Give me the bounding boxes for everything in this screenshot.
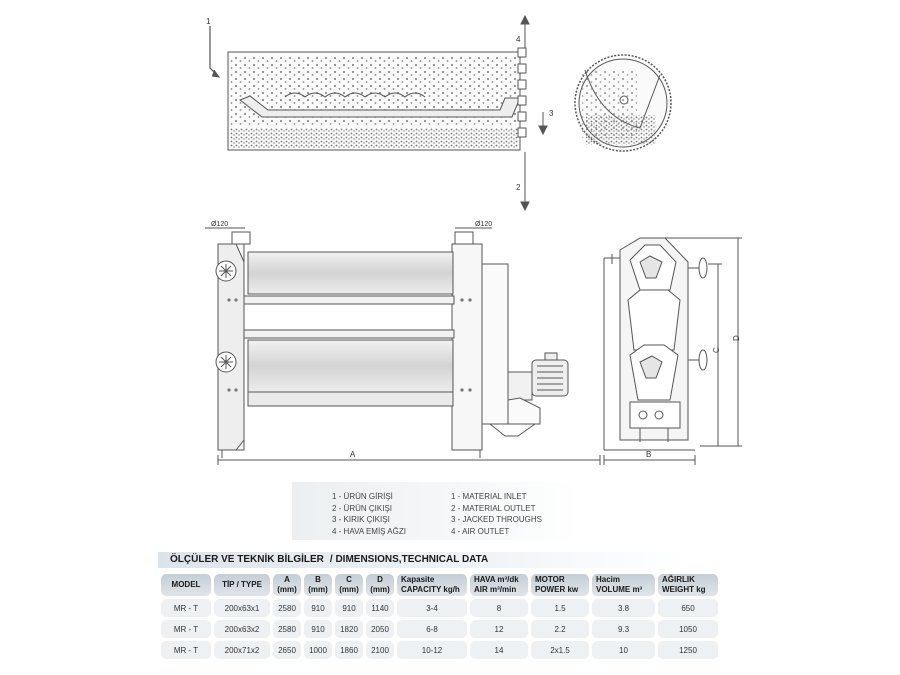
callout-4: 4 (516, 35, 521, 44)
table-row: MR - T 200x63x2 2580 910 1820 2050 6-8 1… (161, 620, 718, 638)
table-cell: 3.8 (592, 599, 655, 617)
legend-item: 1 - ÜRÜN GİRİŞİ (332, 492, 393, 501)
table-header-row: MODEL TİP / TYPE A(mm) B(mm) C(mm) D(mm)… (161, 574, 718, 596)
table-cell: MR - T (161, 641, 211, 659)
legend-item: 3 - KIRIK ÇIKIŞI (332, 515, 390, 524)
table-cell: MR - T (161, 620, 211, 638)
table-cell: 2.2 (531, 620, 589, 638)
table-cell: 1140 (366, 599, 394, 617)
header-d: D(mm) (366, 574, 394, 596)
section-view (209, 14, 548, 212)
dimension-label-d120-right: Ø120 (475, 221, 492, 228)
table-cell: 10-12 (397, 641, 467, 659)
legend-item: 1 - MATERIAL INLET (451, 492, 527, 501)
legend-box: 1 - ÜRÜN GİRİŞİ 2 - ÜRÜN ÇIKIŞI 3 - KIRI… (292, 482, 577, 540)
dimension-label-c: C (712, 347, 721, 353)
front-elevation (205, 227, 601, 465)
table-cell: 1250 (658, 641, 718, 659)
header-model: MODEL (161, 574, 211, 596)
table-cell: 200x71x2 (214, 641, 270, 659)
table-cell: 200x63x2 (214, 620, 270, 638)
table-cell: 2x1.5 (531, 641, 589, 659)
side-elevation (603, 237, 742, 465)
table-cell: 9.3 (592, 620, 655, 638)
table-cell: 8 (470, 599, 528, 617)
legend-item: 4 - HAVA EMİŞ AĞZI (332, 526, 406, 536)
table-cell: 2580 (273, 620, 301, 638)
table-cell: 910 (335, 599, 363, 617)
table-title-english: / DIMENSIONS,TECHNICAL DATA (329, 554, 489, 565)
table-cell: 2650 (273, 641, 301, 659)
table-cell: 910 (304, 620, 332, 638)
dimension-label-b: B (646, 450, 651, 459)
table-cell: 200x63x1 (214, 599, 270, 617)
table-cell: MR - T (161, 599, 211, 617)
callout-1: 1 (206, 17, 211, 26)
header-a: A(mm) (273, 574, 301, 596)
table-cell: 1050 (658, 620, 718, 638)
legend-item: 4 - AIR OUTLET (451, 526, 510, 536)
callout-3: 3 (549, 109, 554, 118)
table-cell: 1.5 (531, 599, 589, 617)
header-b: B(mm) (304, 574, 332, 596)
table-cell: 1860 (335, 641, 363, 659)
specs-table: MODEL TİP / TYPE A(mm) B(mm) C(mm) D(mm)… (158, 571, 721, 662)
legend-item: 3 - JACKED THROUGHS (451, 515, 542, 524)
table-cell: 1820 (335, 620, 363, 638)
dimension-label-a: A (350, 450, 356, 459)
dimension-label-d: D (732, 335, 741, 341)
table-title: ÖLÇÜLER VE TEKNİK BİLGİLER / DIMENSIONS,T… (158, 552, 686, 568)
table-row: MR - T 200x71x2 2650 1000 1860 2100 10-1… (161, 641, 718, 659)
table-cell: 2100 (366, 641, 394, 659)
legend-item: 2 - ÜRÜN ÇIKIŞI (332, 503, 393, 513)
table-cell: 10 (592, 641, 655, 659)
legend-turkish: 1 - ÜRÜN GİRİŞİ 2 - ÜRÜN ÇIKIŞI 3 - KIRI… (332, 491, 406, 537)
header-c: C(mm) (335, 574, 363, 596)
callout-2: 2 (516, 183, 521, 192)
legend-item: 2 - MATERIAL OUTLET (451, 503, 536, 513)
header-type: TİP / TYPE (214, 574, 270, 596)
table-cell: 910 (304, 599, 332, 617)
table-cell: 14 (470, 641, 528, 659)
table-cell: 3-4 (397, 599, 467, 617)
table-cell: 2050 (366, 620, 394, 638)
table-cell: 6-8 (397, 620, 467, 638)
table-title-turkish: ÖLÇÜLER VE TEKNİK BİLGİLER (170, 554, 324, 565)
legend-english: 1 - MATERIAL INLET 2 - MATERIAL OUTLET 3… (451, 491, 542, 537)
table-cell: 650 (658, 599, 718, 617)
dimension-label-d120-left: Ø120 (211, 221, 228, 228)
table-cell: 2580 (273, 599, 301, 617)
detail-circle (574, 54, 672, 152)
table-cell: 12 (470, 620, 528, 638)
table-cell: 1000 (304, 641, 332, 659)
table-row: MR - T 200x63x1 2580 910 910 1140 3-4 8 … (161, 599, 718, 617)
